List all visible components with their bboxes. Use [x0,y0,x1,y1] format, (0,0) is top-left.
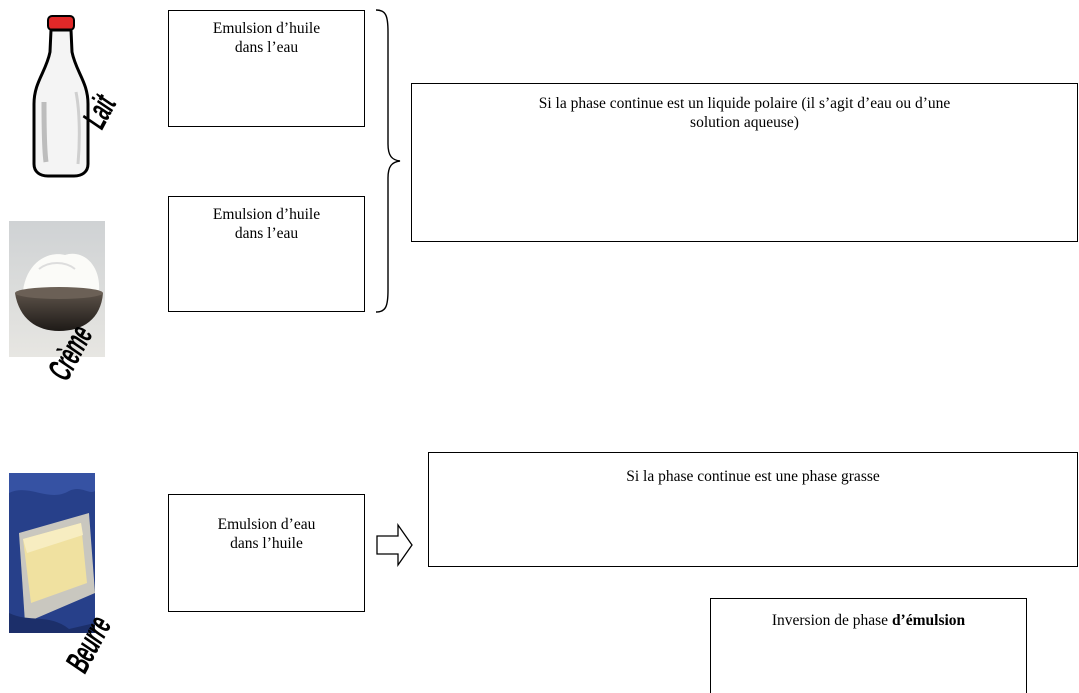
butter-image [9,473,95,633]
inversion-box: Inversion de phase d’émulsion [710,598,1027,693]
curly-brace [375,9,401,313]
cream-bowl-image [9,221,105,357]
inversion-bold-text: d’émulsion [891,612,966,629]
polar-phase-box: Si la phase continue est un liquide pola… [411,83,1078,242]
inversion-text: Inversion de phase [771,612,892,629]
milk-emulsion-box: Emulsion d’huile dans l’eau [168,10,365,127]
right-arrow-icon [376,523,413,567]
cream-emulsion-box: Emulsion d’huile dans l’eau [168,196,365,312]
fat-phase-box: Si la phase continue est une phase grass… [428,452,1078,567]
milk-bottle-icon [32,15,90,178]
butter-emulsion-box: Emulsion d’eau dans l’huile [168,494,365,612]
